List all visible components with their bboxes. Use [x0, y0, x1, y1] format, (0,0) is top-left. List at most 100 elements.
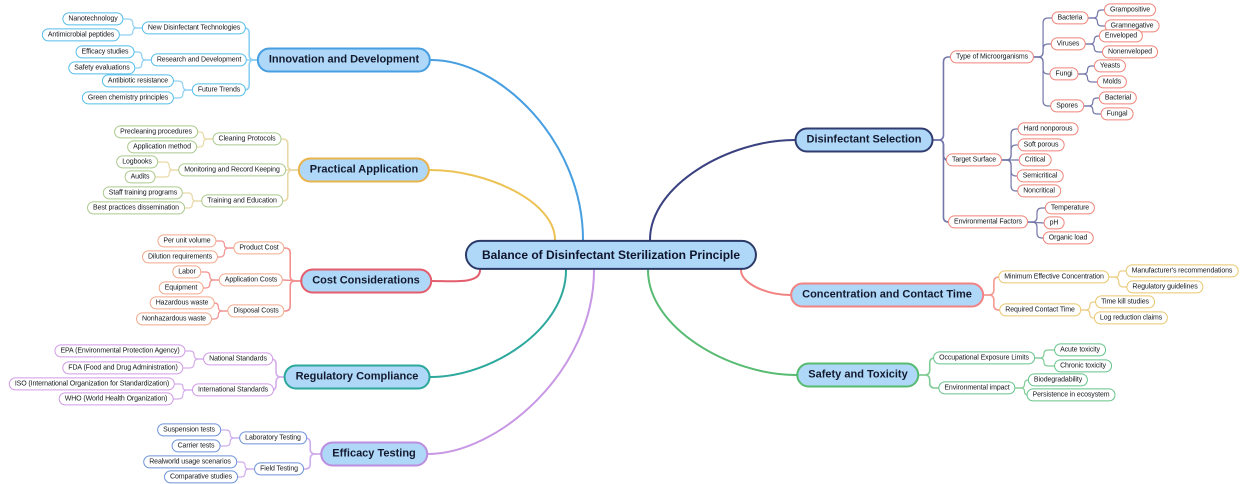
node-product-cost[interactable]: Product Cost	[233, 241, 285, 255]
node-temperature[interactable]: Temperature	[1044, 201, 1096, 215]
branch-curve	[429, 269, 567, 378]
node-nanotechnology[interactable]: Nanotechnology	[62, 12, 124, 26]
node-equipment[interactable]: Equipment	[158, 281, 204, 295]
node-fungi[interactable]: Fungi	[1049, 67, 1079, 81]
node-per-unit-volume[interactable]: Per unit volume	[157, 234, 217, 248]
node-minimum-effective-concentration[interactable]: Minimum Effective Concentration	[998, 270, 1110, 284]
node-spores[interactable]: Spores	[1050, 99, 1084, 113]
node-hazardous-waste[interactable]: Hazardous waste	[149, 296, 215, 310]
tree-connector	[283, 280, 302, 312]
node-fda-food-and-drug-administration[interactable]: FDA (Food and Drug Administration)	[62, 361, 184, 375]
branch-topic-practical-application[interactable]: Practical Application	[297, 157, 431, 183]
node-future-trends[interactable]: Future Trends	[191, 83, 247, 97]
branch-topic-safety-and-toxicity[interactable]: Safety and Toxicity	[796, 362, 920, 388]
node-fungal[interactable]: Fungal	[1100, 107, 1134, 121]
node-international-standards[interactable]: International Standards	[191, 383, 275, 397]
node-audits[interactable]: Audits	[124, 170, 156, 184]
node-green-chemistry-principles[interactable]: Green chemistry principles	[81, 91, 175, 105]
node-logbooks[interactable]: Logbooks	[116, 155, 158, 169]
tree-connector	[1033, 56, 1051, 107]
tree-connector	[1027, 207, 1046, 223]
branch-topic-efficacy-testing[interactable]: Efficacy Testing	[320, 441, 428, 467]
node-bacterial[interactable]: Bacterial	[1098, 91, 1138, 105]
node-application-method[interactable]: Application method	[127, 140, 197, 154]
node-grampositive[interactable]: Grampositive	[1103, 3, 1157, 17]
node-chronic-toxicity[interactable]: Chronic toxicity	[1054, 359, 1112, 373]
node-organic-load[interactable]: Organic load	[1042, 231, 1094, 245]
node-required-contact-time[interactable]: Required Contact Time	[999, 303, 1081, 317]
tree-connector	[182, 192, 202, 202]
node-occupational-exposure-limits[interactable]: Occupational Exposure Limits	[933, 351, 1035, 365]
node-type-of-microorganisms[interactable]: Type of Microorganisms	[949, 50, 1035, 64]
node-laboratory-testing[interactable]: Laboratory Testing	[239, 431, 307, 445]
node-dilution-requirements[interactable]: Dilution requirements	[141, 250, 219, 264]
tree-connector	[1034, 349, 1055, 359]
node-suspension-tests[interactable]: Suspension tests	[157, 423, 221, 437]
branch-topic-disinfectant-selection[interactable]: Disinfectant Selection	[794, 127, 934, 153]
node-realworld-usage-scenarios[interactable]: Realworld usage scenarios	[143, 455, 237, 469]
node-monitoring-and-record-keeping[interactable]: Monitoring and Record Keeping	[178, 163, 286, 177]
tree-connector	[1033, 56, 1051, 75]
node-precleaning-procedures[interactable]: Precleaning procedures	[114, 125, 198, 139]
node-carrier-tests[interactable]: Carrier tests	[171, 439, 221, 453]
node-new-disinfectant-technologies[interactable]: New Disinfectant Technologies	[141, 21, 247, 35]
node-research-and-development[interactable]: Research and Development	[150, 53, 248, 67]
tree-connector	[237, 468, 255, 478]
node-molds[interactable]: Molds	[1096, 75, 1128, 89]
node-biodegradability[interactable]: Biodegradability	[1027, 373, 1089, 387]
tree-connector	[1084, 35, 1100, 45]
node-antibiotic-resistance[interactable]: Antibiotic resistance	[101, 74, 175, 88]
node-application-costs[interactable]: Application Costs	[218, 273, 284, 287]
node-labor[interactable]: Labor	[172, 265, 202, 279]
tree-connector	[183, 358, 204, 369]
branch-topic-innovation-and-development[interactable]: Innovation and Development	[256, 47, 432, 73]
node-antimicrobial-peptides[interactable]: Antimicrobial peptides	[41, 28, 121, 42]
node-cleaning-protocols[interactable]: Cleaning Protocols	[212, 132, 282, 146]
tree-connector	[1027, 221, 1044, 239]
node-safety-evaluations[interactable]: Safety evaluations	[68, 61, 136, 75]
node-nonhazardous-waste[interactable]: Nonhazardous waste	[136, 312, 212, 326]
tree-connector	[215, 240, 234, 249]
branch-topic-concentration-and-contact-time[interactable]: Concentration and Contact Time	[790, 282, 984, 308]
node-environmental-factors[interactable]: Environmental Factors	[948, 215, 1028, 229]
tree-connector	[1109, 270, 1127, 278]
node-critical[interactable]: Critical	[1018, 153, 1052, 167]
node-persistence-in-ecosystem[interactable]: Persistence in ecosystem	[1026, 388, 1116, 402]
node-enveloped[interactable]: Enveloped	[1098, 29, 1144, 43]
node-acute-toxicity[interactable]: Acute toxicity	[1054, 343, 1106, 357]
node-nonenveloped[interactable]: Nonenveloped	[1102, 45, 1158, 59]
node-staff-training-programs[interactable]: Staff training programs	[102, 186, 184, 200]
branch-topic-regulatory-compliance[interactable]: Regulatory Compliance	[283, 364, 431, 390]
node-target-surface[interactable]: Target Surface	[945, 153, 1003, 167]
node-epa-environmental-protection-agenc[interactable]: EPA (Environmental Protection Agency)	[54, 344, 186, 358]
node-iso-international-organization-for[interactable]: ISO (International Organization for Stan…	[8, 377, 176, 391]
node-soft-porous[interactable]: Soft porous	[1017, 138, 1065, 152]
node-disposal-costs[interactable]: Disposal Costs	[227, 304, 285, 318]
branch-curve	[430, 269, 481, 283]
node-national-standards[interactable]: National Standards	[203, 352, 273, 366]
node-training-and-education[interactable]: Training and Education	[201, 194, 283, 208]
node-field-testing[interactable]: Field Testing	[254, 462, 304, 476]
node-hard-nonporous[interactable]: Hard nonporous	[1017, 122, 1079, 136]
node-efficacy-studies[interactable]: Efficacy studies	[75, 45, 135, 59]
node-environmental-impact[interactable]: Environmental impact	[938, 381, 1016, 395]
central-topic[interactable]: Balance of Disinfectant Sterilization Pr…	[464, 239, 758, 271]
tree-connector	[201, 271, 220, 281]
node-best-practices-dissemination[interactable]: Best practices dissemination	[87, 201, 185, 215]
tree-connector	[219, 437, 240, 447]
branch-curve	[647, 269, 798, 376]
node-log-reduction-claims[interactable]: Log reduction claims	[1093, 311, 1169, 325]
node-viruses[interactable]: Viruses	[1050, 37, 1086, 51]
branch-curve	[430, 59, 584, 241]
node-bacteria[interactable]: Bacteria	[1051, 11, 1089, 25]
node-regulatory-guidelines[interactable]: Regulatory guidelines	[1126, 280, 1204, 294]
node-yeasts[interactable]: Yeasts	[1093, 59, 1127, 73]
node-comparative-studies[interactable]: Comparative studies	[164, 470, 238, 484]
node-time-kill-studies[interactable]: Time kill studies	[1095, 295, 1155, 309]
node-manufacturer-s-recommendations[interactable]: Manufacturer's recommendations	[1125, 264, 1239, 278]
node-who-world-health-organization[interactable]: WHO (World Health Organization)	[58, 392, 174, 406]
node-noncritical[interactable]: Noncritical	[1017, 184, 1061, 198]
node-semicritical[interactable]: Semicritical	[1016, 169, 1064, 183]
node-ph[interactable]: pH	[1043, 216, 1065, 230]
branch-topic-cost-considerations[interactable]: Cost Considerations	[300, 268, 432, 294]
